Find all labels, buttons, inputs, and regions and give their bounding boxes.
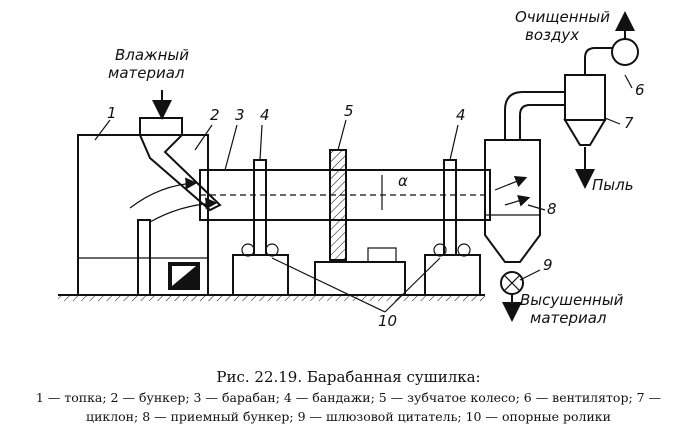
callout-10: 10 <box>378 312 397 330</box>
dust-label: Пыль <box>592 176 634 194</box>
callout-6: 6 <box>635 81 645 99</box>
cyclone <box>563 74 607 189</box>
callout-9: 9 <box>543 256 553 274</box>
receiving-hopper <box>484 139 541 263</box>
tyre-left <box>253 159 267 256</box>
clean-air-label-2: воздух <box>525 26 579 44</box>
feed-hopper <box>139 90 222 212</box>
rotary-feeder <box>500 271 524 322</box>
support-left <box>232 243 289 296</box>
callout-5: 5 <box>344 102 354 120</box>
callout-3: 3 <box>235 106 245 124</box>
callout-7: 7 <box>624 114 634 132</box>
leader-lines <box>94 74 633 313</box>
fan <box>584 11 639 75</box>
tyre-right <box>443 159 457 256</box>
dried-material-label-2: материал <box>530 309 607 327</box>
callout-1: 1 <box>107 104 117 122</box>
callout-4-right: 4 <box>456 106 466 124</box>
wet-material-label-2: материал <box>108 64 185 82</box>
callout-2: 2 <box>210 106 220 124</box>
gear-wheel <box>329 149 347 261</box>
callout-4: 4 <box>260 106 270 124</box>
clean-air-label-1: Очищенный <box>515 8 610 26</box>
support-right <box>424 243 481 296</box>
figure-caption-legend: 1 — топка; 2 — бункер; 3 — барабан; 4 — … <box>35 390 662 424</box>
dried-material-label-1: Высушенный <box>520 291 624 309</box>
furnace <box>77 134 209 296</box>
figure-caption-title: Рис. 22.19. Барабанная сушилка: <box>216 368 481 386</box>
drive-base <box>314 247 406 296</box>
angle-indicator: α <box>381 172 408 210</box>
callout-8: 8 <box>547 200 557 218</box>
alpha-label: α <box>398 172 408 190</box>
air-duct <box>504 91 565 140</box>
wet-material-label-1: Влажный <box>115 46 189 64</box>
gas-flow-arrows <box>129 175 531 223</box>
